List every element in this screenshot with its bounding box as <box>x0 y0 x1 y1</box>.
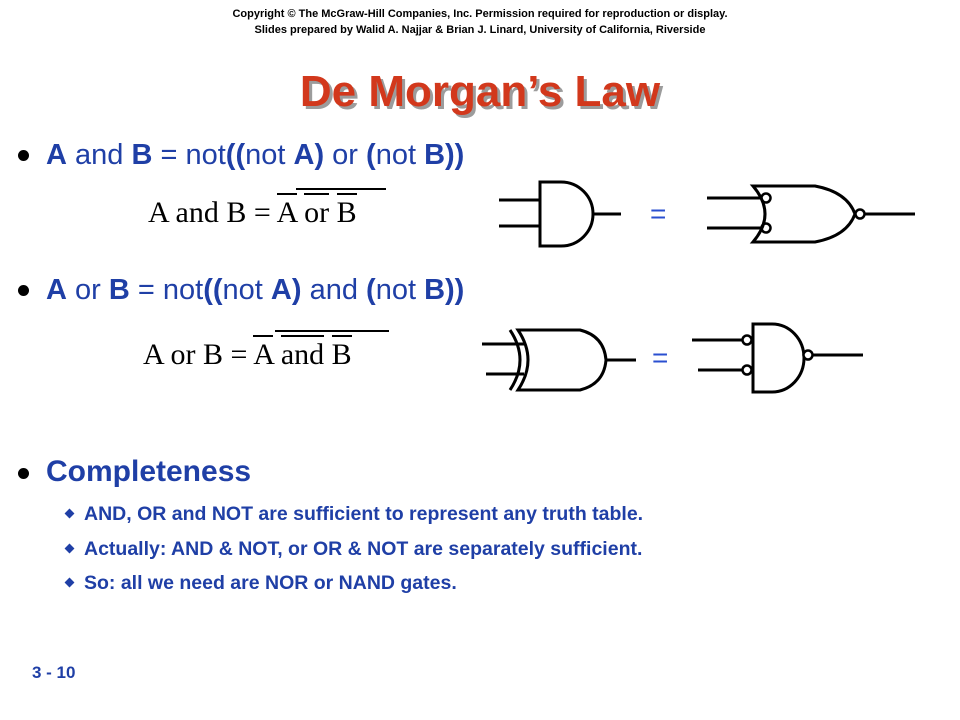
formula-lhs: A and B = <box>148 196 271 229</box>
copyright-notice: Copyright © The McGraw-Hill Companies, I… <box>232 8 728 20</box>
sub-bullet-diamond <box>64 508 75 519</box>
law2-part: B <box>424 274 446 306</box>
law1-part: not <box>245 139 294 171</box>
law2-part: and <box>301 274 367 306</box>
completeness-item: AND, OR and NOT are sufficient to repres… <box>84 503 644 525</box>
formula-negated-b: B <box>336 193 357 229</box>
formula-negated-a: A <box>253 335 274 371</box>
completeness-heading: Completeness <box>46 455 252 488</box>
law1-part: = not <box>152 139 226 171</box>
law2-part: B <box>108 274 130 306</box>
law1-outer-overbar <box>296 188 386 190</box>
law1-part: ) <box>314 139 325 171</box>
law2-part: or <box>66 274 109 306</box>
law1-part: A <box>293 139 315 171</box>
law2-part: not <box>222 274 271 306</box>
law2-outer-overbar <box>275 330 389 332</box>
law1-part: B <box>131 139 153 171</box>
formula-operator: or <box>304 196 330 229</box>
sub-bullet-diamond <box>64 577 75 588</box>
law1-part: and <box>66 139 132 171</box>
law1-part: or <box>324 139 367 171</box>
law2-statement: A or B = not((not A) and (not B)) <box>46 272 464 308</box>
law1-statement: A and B = not((not A) or (not B)) <box>46 137 464 173</box>
law2-part: ( <box>366 274 376 306</box>
nor-gate-inverted-inputs-icon <box>707 184 915 244</box>
law1-part: B <box>424 139 446 171</box>
law2-formula: A or B = A and B <box>143 335 352 372</box>
law1-part: (( <box>225 139 246 171</box>
law1-part: ( <box>366 139 376 171</box>
completeness-item: So: all we need are NOR or NAND gates. <box>84 572 457 594</box>
page-number: 3 - 10 <box>32 663 76 682</box>
bullet-law1 <box>18 150 29 161</box>
formula-negated-a: A <box>276 193 297 229</box>
law2-part: not <box>375 274 425 306</box>
equals-sign-2: = <box>652 342 669 373</box>
law2-part: )) <box>445 274 465 306</box>
equals-sign-1: = <box>650 198 667 229</box>
slide-credits: Slides prepared by Walid A. Najjar & Bri… <box>254 24 706 36</box>
law1-part: A <box>46 139 67 171</box>
law2-part: ) <box>291 274 302 306</box>
and-gate-icon <box>499 180 621 248</box>
law2-part: A <box>46 274 67 306</box>
law1-formula: A and B = A or B <box>148 193 357 230</box>
law1-part: )) <box>445 139 465 171</box>
law1-part: not <box>375 139 425 171</box>
law2-part: (( <box>203 274 223 306</box>
nand-gate-inverted-inputs-icon <box>692 322 863 394</box>
bullet-completeness <box>18 468 29 479</box>
slide-title: De Morgan’s Law <box>299 67 661 116</box>
or-gate-icon <box>482 328 636 392</box>
completeness-item: Actually: AND & NOT, or OR & NOT are sep… <box>84 538 643 560</box>
bullet-law2 <box>18 285 29 296</box>
formula-negated-b: B <box>331 335 352 371</box>
law2-part: = not <box>129 274 204 306</box>
sub-bullet-diamond <box>64 543 75 554</box>
formula-operator: and <box>280 338 325 371</box>
law2-part: A <box>270 274 292 306</box>
formula-lhs: A or B = <box>143 338 248 371</box>
